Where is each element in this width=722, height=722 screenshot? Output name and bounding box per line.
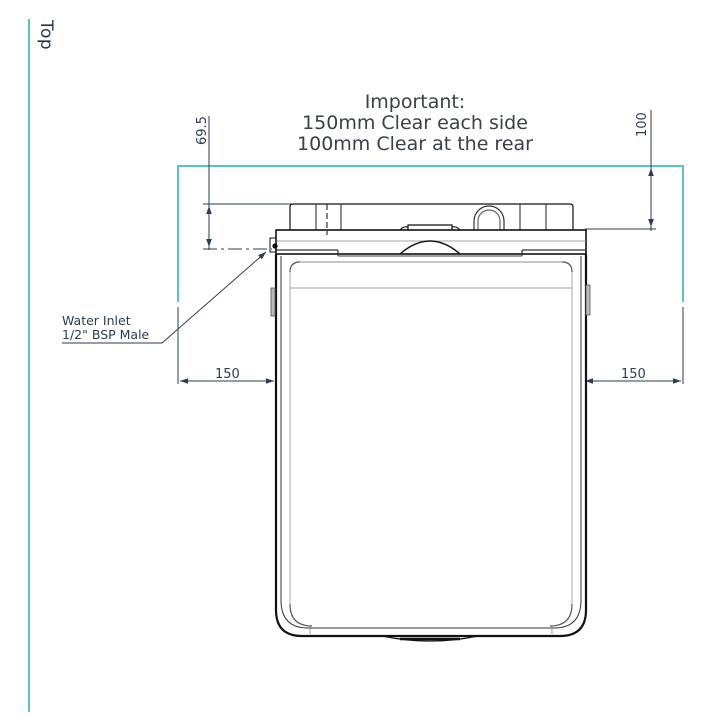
note-side-clearance: 150mm Clear each side <box>302 112 528 134</box>
note-title: Important: <box>364 91 466 113</box>
dim-rear-clearance: 100 <box>635 112 650 137</box>
dim-left-clearance: 150 <box>215 367 240 382</box>
clearance-note: Important: 150mm Clear each side 100mm C… <box>270 92 560 155</box>
dim-rear-inlet-offset: 69.5 <box>195 116 210 145</box>
clearance-envelope <box>177 165 684 302</box>
unit-outline <box>269 203 591 642</box>
view-label: Top <box>36 20 56 51</box>
callout-line1: Water Inlet <box>62 313 131 328</box>
water-inlet-callout: Water Inlet 1/2" BSP Male <box>62 314 149 342</box>
dimension-arrows <box>180 168 681 384</box>
note-rear-clearance: 100mm Clear at the rear <box>297 133 533 155</box>
callout-line2: 1/2" BSP Male <box>62 327 150 342</box>
water-inlet-leader <box>62 251 267 344</box>
dim-right-clearance: 150 <box>621 367 646 382</box>
